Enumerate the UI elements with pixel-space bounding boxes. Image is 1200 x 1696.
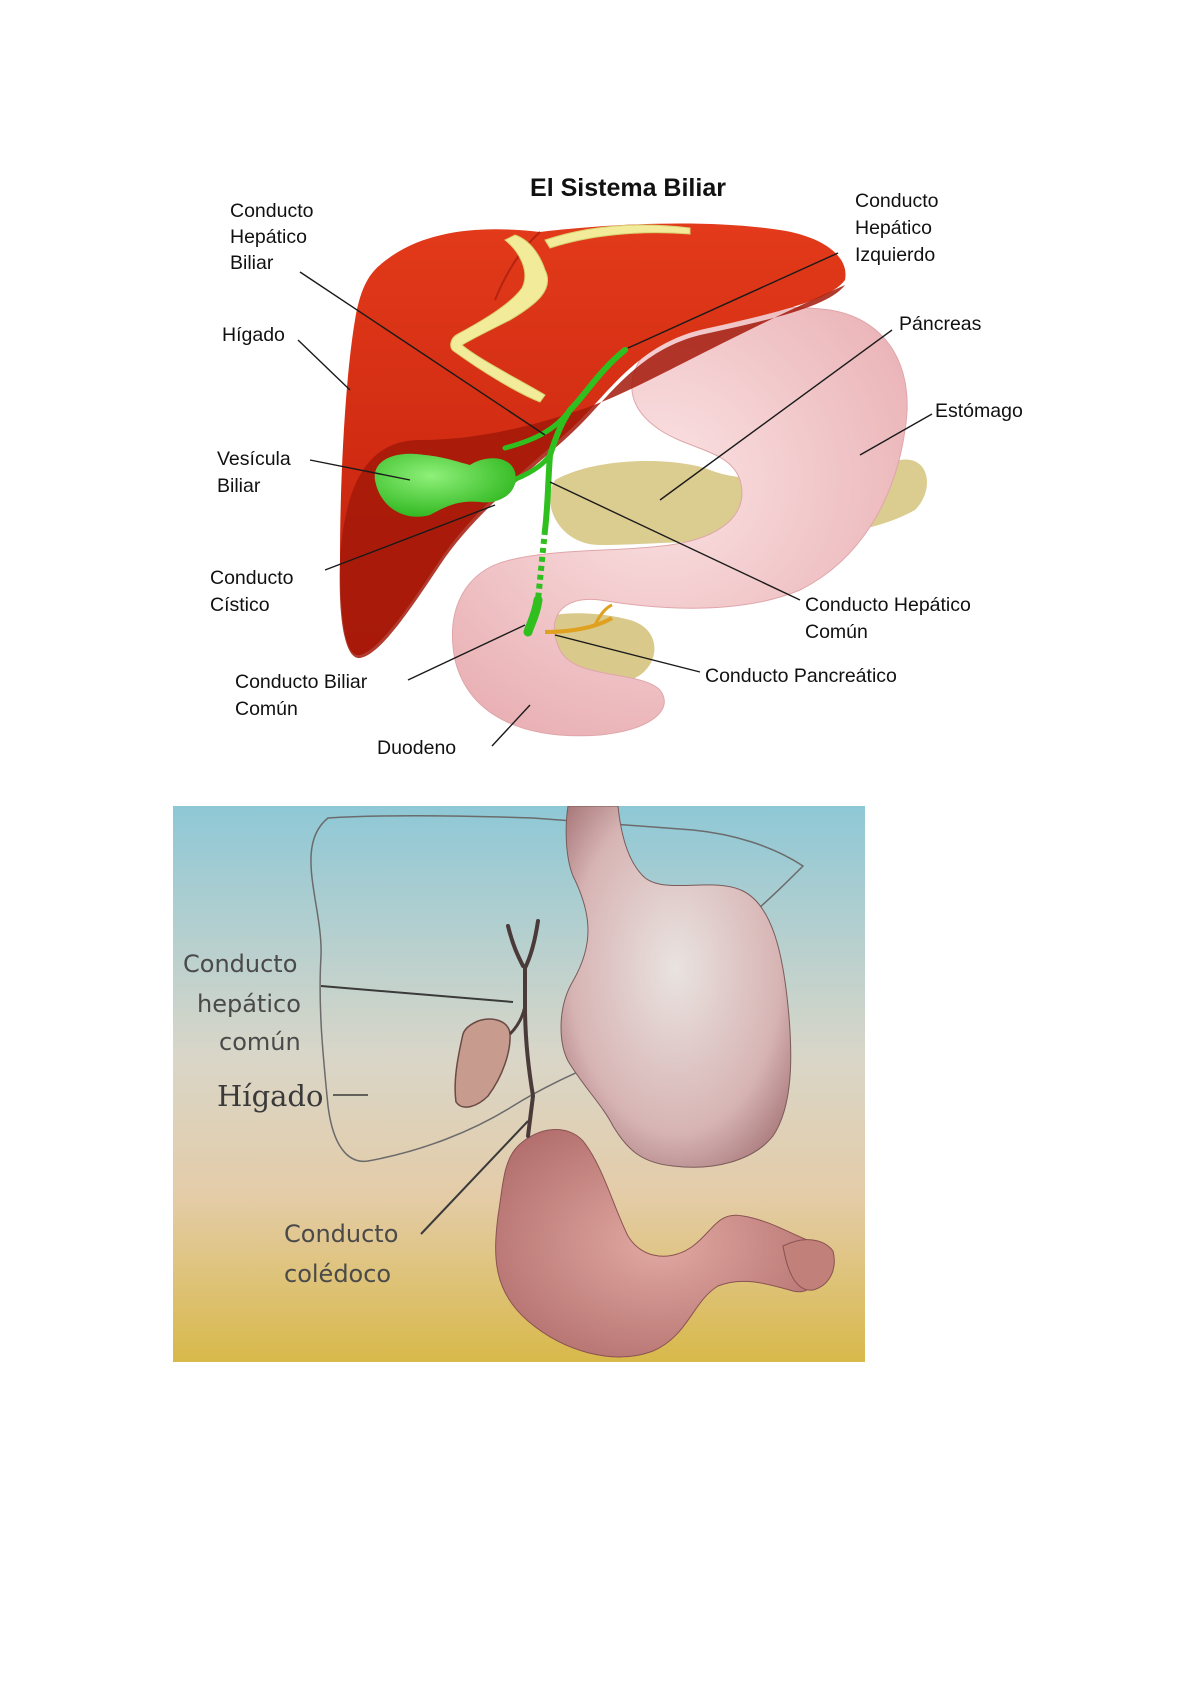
label-hepatico-izquierdo: Conducto Hepático Izquierdo bbox=[855, 190, 939, 266]
svg-text:Hepático: Hepático bbox=[855, 217, 932, 239]
diagram-title: El Sistema Biliar bbox=[530, 174, 726, 202]
svg-text:Común: Común bbox=[235, 698, 298, 720]
svg-text:Conducto: Conducto bbox=[183, 950, 297, 978]
svg-text:Conducto Biliar: Conducto Biliar bbox=[235, 671, 368, 693]
svg-text:Conducto: Conducto bbox=[855, 190, 939, 212]
svg-text:colédoco: colédoco bbox=[284, 1260, 391, 1288]
label-cistico: Conducto Cístico bbox=[210, 567, 294, 616]
svg-text:Cístico: Cístico bbox=[210, 594, 270, 616]
svg-text:Conducto: Conducto bbox=[284, 1220, 398, 1248]
label-estomago: Estómago bbox=[935, 400, 1023, 422]
svg-text:Biliar: Biliar bbox=[217, 475, 261, 497]
svg-text:Biliar: Biliar bbox=[230, 252, 274, 274]
label-vesicula: Vesícula Biliar bbox=[217, 448, 291, 497]
svg-text:Hepático: Hepático bbox=[230, 226, 307, 248]
label-duodeno: Duodeno bbox=[377, 737, 456, 759]
label-pancreas: Páncreas bbox=[899, 313, 982, 335]
svg-text:Conducto: Conducto bbox=[230, 200, 314, 222]
svg-text:hepático: hepático bbox=[197, 990, 301, 1018]
svg-text:común: común bbox=[219, 1028, 301, 1056]
svg-text:Conducto Hepático: Conducto Hepático bbox=[805, 594, 971, 616]
bile-duct-photo-illustration: Conducto hepático común Hígado Conducto … bbox=[173, 806, 865, 1362]
bile-duct-photo-svg: Conducto hepático común Hígado Conducto … bbox=[173, 806, 865, 1362]
leader-higado bbox=[298, 340, 350, 390]
label-hepatico-comun: Conducto Hepático Común bbox=[805, 594, 971, 643]
biliary-system-diagram: El Sistema Biliar bbox=[0, 0, 1200, 780]
label-higado: Hígado bbox=[217, 1079, 323, 1113]
svg-text:Común: Común bbox=[805, 621, 868, 643]
svg-text:Izquierdo: Izquierdo bbox=[855, 244, 935, 266]
label-hepatico-biliar: Conducto Hepático Biliar bbox=[230, 200, 314, 274]
svg-text:Conducto: Conducto bbox=[210, 567, 294, 589]
label-pancreatico: Conducto Pancreático bbox=[705, 665, 897, 687]
label-higado: Hígado bbox=[222, 324, 285, 346]
svg-text:Vesícula: Vesícula bbox=[217, 448, 291, 470]
biliary-system-svg: El Sistema Biliar bbox=[0, 0, 1200, 780]
label-biliar-comun: Conducto Biliar Común bbox=[235, 671, 368, 720]
